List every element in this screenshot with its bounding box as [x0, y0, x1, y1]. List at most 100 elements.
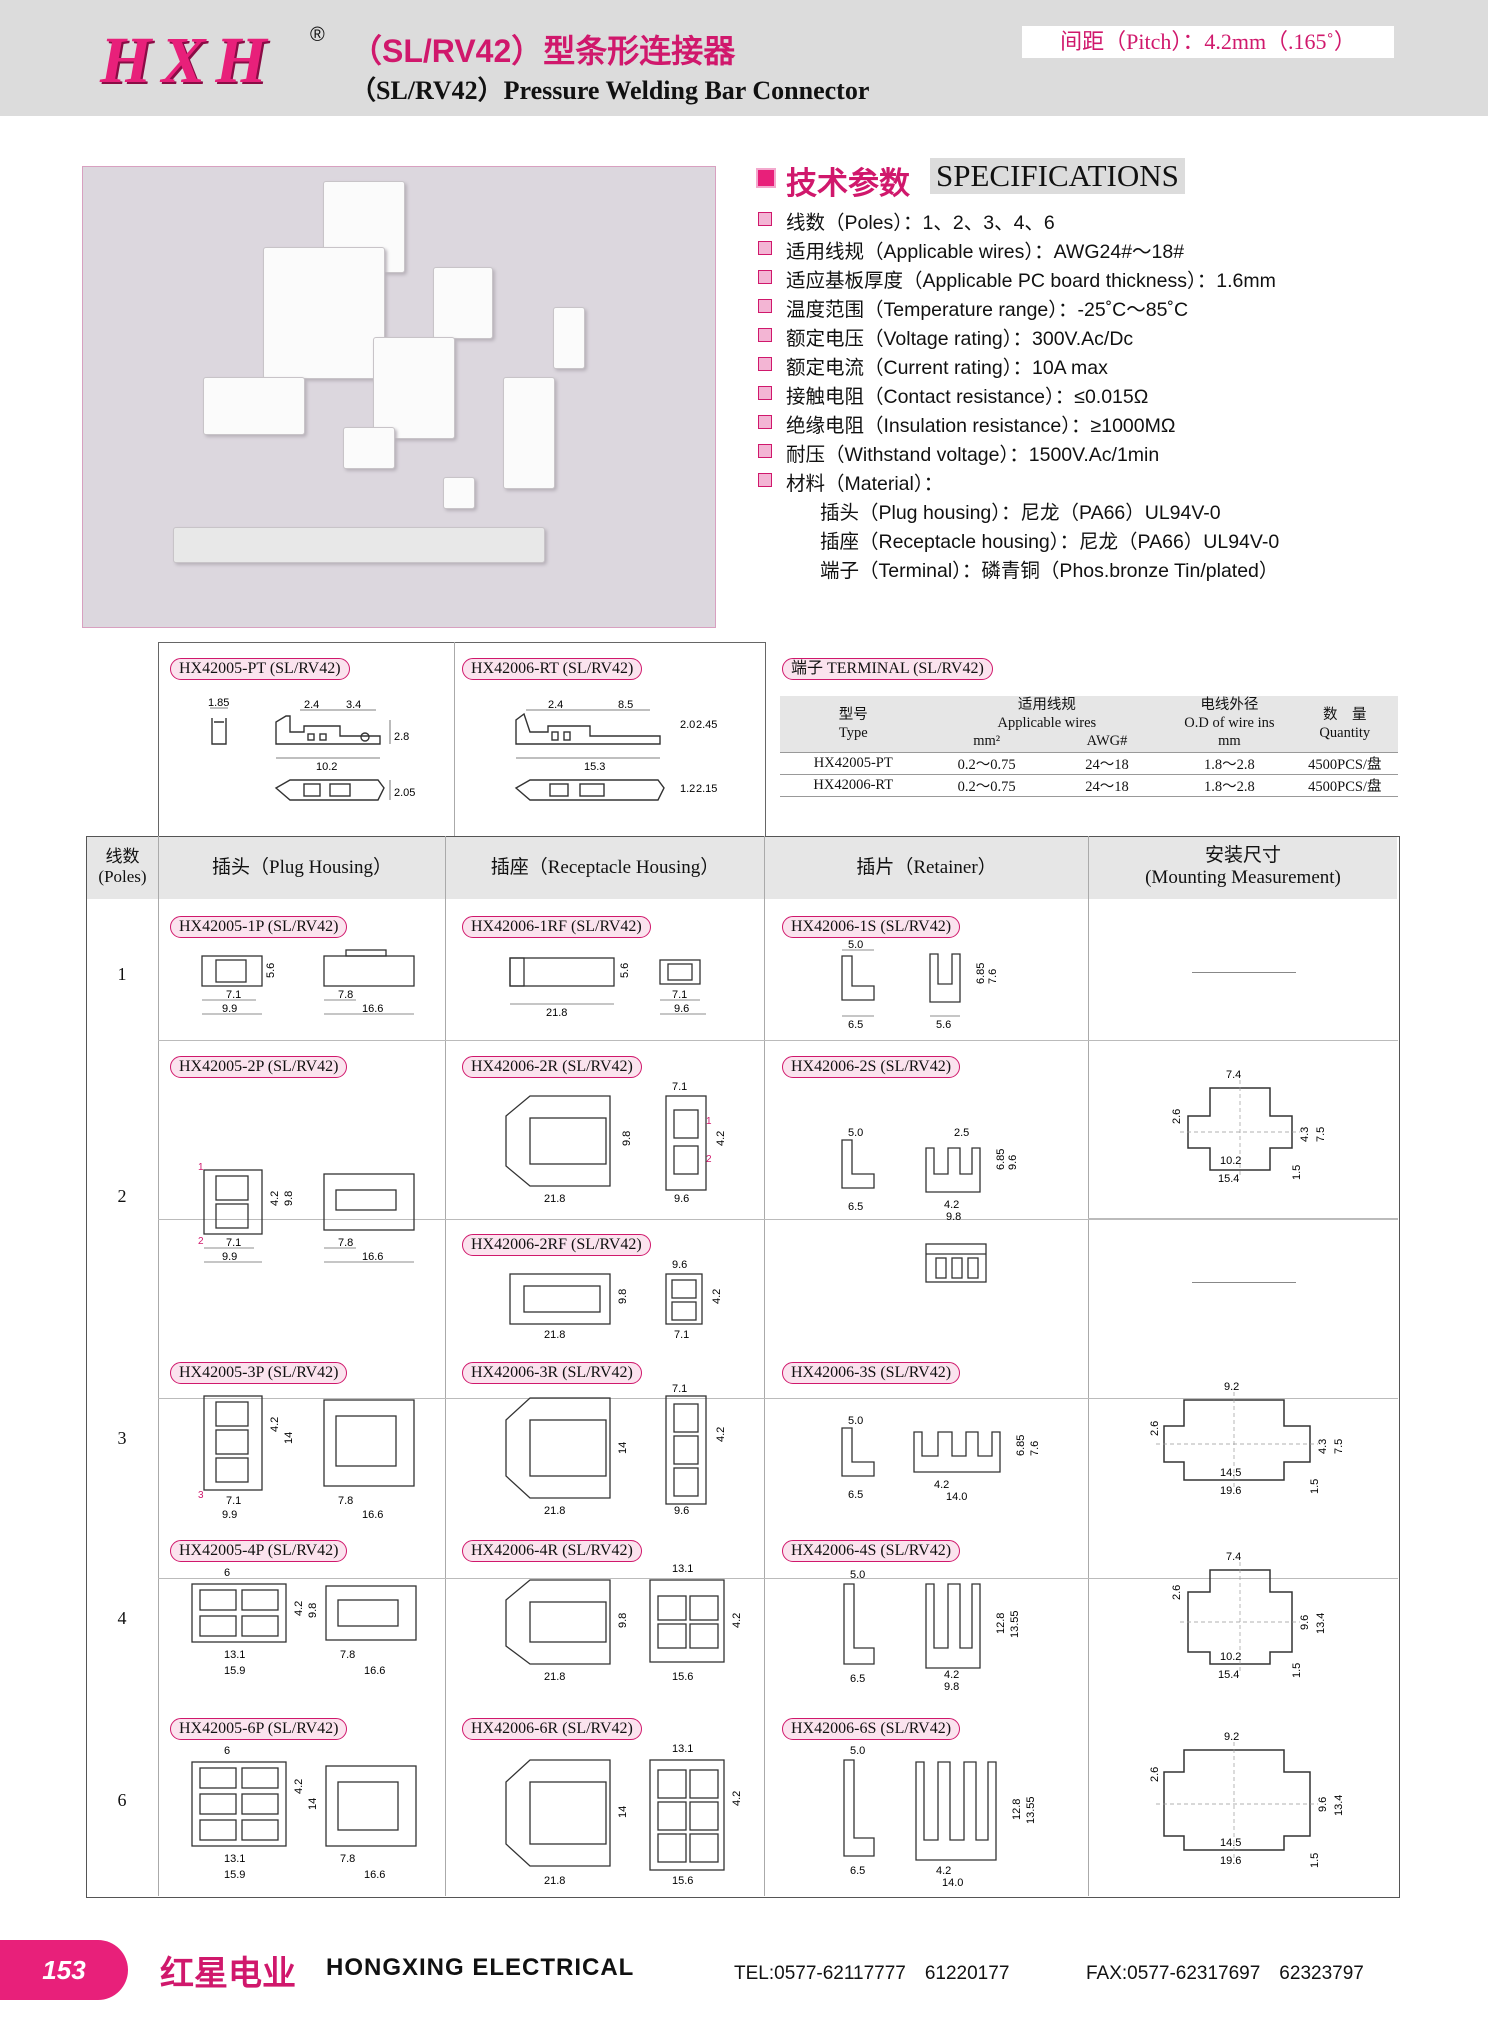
terminal-divider: [454, 642, 455, 836]
terminal-drawing-box: [158, 642, 766, 837]
th-qty-cn: 数 量: [1323, 706, 1367, 723]
row-divider: [158, 1040, 1398, 1041]
dim: 13.4: [1333, 1795, 1345, 1816]
cell: HX42005-PT: [813, 754, 893, 771]
svg-text:1: 1: [706, 1116, 712, 1127]
dim: 5.0: [850, 1745, 865, 1757]
spec-material-item: 插座（Receptacle housing）：尼龙（PA66）UL94V-0: [820, 531, 1280, 553]
rt-dim: 1.2: [680, 783, 695, 795]
plug-1p-label: HX42005-1P (SL/RV42): [170, 916, 348, 938]
spec-item: 材料（Material）：: [786, 473, 944, 495]
spec-bullet: [758, 357, 772, 371]
receptacle-3r-drawing: 7.1 14 4.2 21.8 9.6: [505, 1383, 727, 1517]
photo-part-6p-receptacle: [263, 247, 385, 379]
receptacle-4r-drawing: 13.1 9.8 4.2 21.8 15.6: [505, 1563, 740, 1683]
dim: 7.6: [1029, 1441, 1041, 1456]
plug-2p-label: HX42005-2P (SL/RV42): [170, 1056, 348, 1078]
dim: 15.6: [672, 1671, 693, 1683]
registered-mark: ®: [310, 24, 325, 46]
dim: 19.6: [1220, 1485, 1241, 1497]
dim: 4.2: [936, 1865, 951, 1877]
mount-none-2rf: [1192, 1282, 1296, 1283]
dim: 7.5: [1333, 1439, 1345, 1454]
photo-part-retainer: [203, 377, 305, 435]
spec-item: 适应基板厚度（Applicable PC board thickness）：1.…: [786, 270, 1276, 292]
dim: 6: [224, 1745, 230, 1757]
dim: 7.8: [340, 1649, 355, 1661]
spec-item: 绝缘电阻（Insulation resistance）：≥1000MΩ: [786, 415, 1176, 437]
mount-4-drawing: 7.4 2.6 9.6 13.4 10.2 15.4 1.5: [1171, 1551, 1327, 1681]
plug-4p-label: HX42005-4P (SL/RV42): [170, 1540, 348, 1562]
dim: 4.2: [269, 1191, 281, 1206]
col-divider: [445, 836, 446, 1896]
dim: 10.2: [1220, 1155, 1241, 1167]
dim: 15.9: [224, 1665, 245, 1677]
cell: 1.8～2.8: [1204, 778, 1255, 795]
dim: 9.8: [621, 1131, 633, 1146]
dim: 13.55: [1009, 1610, 1021, 1638]
dim: 13.55: [1025, 1796, 1037, 1824]
dim: 9.9: [222, 1251, 237, 1263]
dim: 16.6: [364, 1869, 385, 1881]
dim: 7.4: [1226, 1551, 1241, 1563]
dim: 15.4: [1218, 1669, 1239, 1681]
receptacle-1rf-label: HX42006-1RF (SL/RV42): [462, 916, 651, 938]
dim: 19.6: [1220, 1855, 1241, 1867]
spec-item: 接触电阻（Contact resistance）：≤0.015Ω: [786, 386, 1149, 408]
dim: 7.1: [674, 1329, 689, 1340]
spec-title-cn: 技术参数: [786, 166, 910, 201]
dim: 21.8: [544, 1329, 565, 1340]
svg-text:1: 1: [198, 1162, 204, 1173]
dim: 10.2: [1220, 1651, 1241, 1663]
dim: 4.2: [944, 1669, 959, 1681]
company-name-cn: 红星电业: [160, 1955, 296, 1993]
spec-bullet: [758, 328, 772, 342]
dim: 6.5: [848, 1489, 863, 1501]
spec-bullet: [758, 299, 772, 313]
retainer-2s-side-drawing: [925, 1243, 987, 1283]
rt-dim: 2.15: [696, 783, 717, 795]
spec-item: 额定电压（Voltage rating）：300V.Ac/Dc: [786, 328, 1134, 350]
company-name-en: HONGXING ELECTRICAL: [326, 1954, 635, 1981]
dim: 16.6: [362, 1509, 383, 1520]
plug-3p-drawing: 3 4.2 14 7.1 9.9 7.8 16.6: [198, 1395, 415, 1520]
dim: 2.6: [1171, 1585, 1183, 1600]
dim: 9.6: [1007, 1155, 1019, 1170]
spec-title-mark: [756, 168, 776, 188]
poles-3: 3: [117, 1428, 127, 1448]
dim: 5.6: [936, 1019, 951, 1030]
cell: 4500PCS/盘: [1308, 778, 1382, 795]
dim: 9.8: [946, 1211, 961, 1223]
dim: 14: [617, 1806, 629, 1818]
dim: 6.5: [850, 1673, 865, 1685]
dim: 16.6: [364, 1665, 385, 1677]
th-type-cn: 型号: [838, 706, 868, 723]
cell: HX42006-RT: [813, 776, 894, 793]
dim: 12.8: [995, 1613, 1007, 1634]
rt-dim: 8.5: [618, 699, 633, 711]
dim: 6.5: [850, 1865, 865, 1877]
dim: 4.2: [711, 1289, 723, 1304]
retainer-1s-drawing: 5.0 6.5 6.85 7.6 5.6: [841, 940, 999, 1030]
th-mm2: mm²: [926, 732, 1047, 752]
dim: 4.2: [715, 1131, 727, 1146]
page-number: 153: [0, 1940, 128, 2000]
dim: 21.8: [546, 1007, 567, 1019]
dim: 6.85: [1015, 1435, 1027, 1456]
dim: 9.9: [222, 1509, 237, 1520]
rt-dim: 2.4: [548, 699, 563, 711]
dim: 2.6: [1171, 1109, 1183, 1124]
pt-dim: 3.4: [346, 699, 361, 711]
dim: 7.6: [987, 969, 999, 984]
receptacle-4r-label: HX42006-4R (SL/RV42): [462, 1540, 642, 1562]
dim: 14: [283, 1432, 295, 1444]
cell: 4500PCS/盘: [1308, 756, 1382, 773]
photo-part-retainer-3: [443, 477, 475, 509]
main-table: [86, 836, 1400, 1898]
dim: 7.1: [226, 1237, 241, 1249]
dim: 9.6: [1299, 1615, 1311, 1630]
dim: 15.6: [672, 1875, 693, 1886]
receptacle-2rf-drawing: 9.6 9.8 4.2 21.8 7.1: [509, 1259, 723, 1340]
th-mount: 安装尺寸 (Mounting Measurement): [1089, 837, 1397, 899]
